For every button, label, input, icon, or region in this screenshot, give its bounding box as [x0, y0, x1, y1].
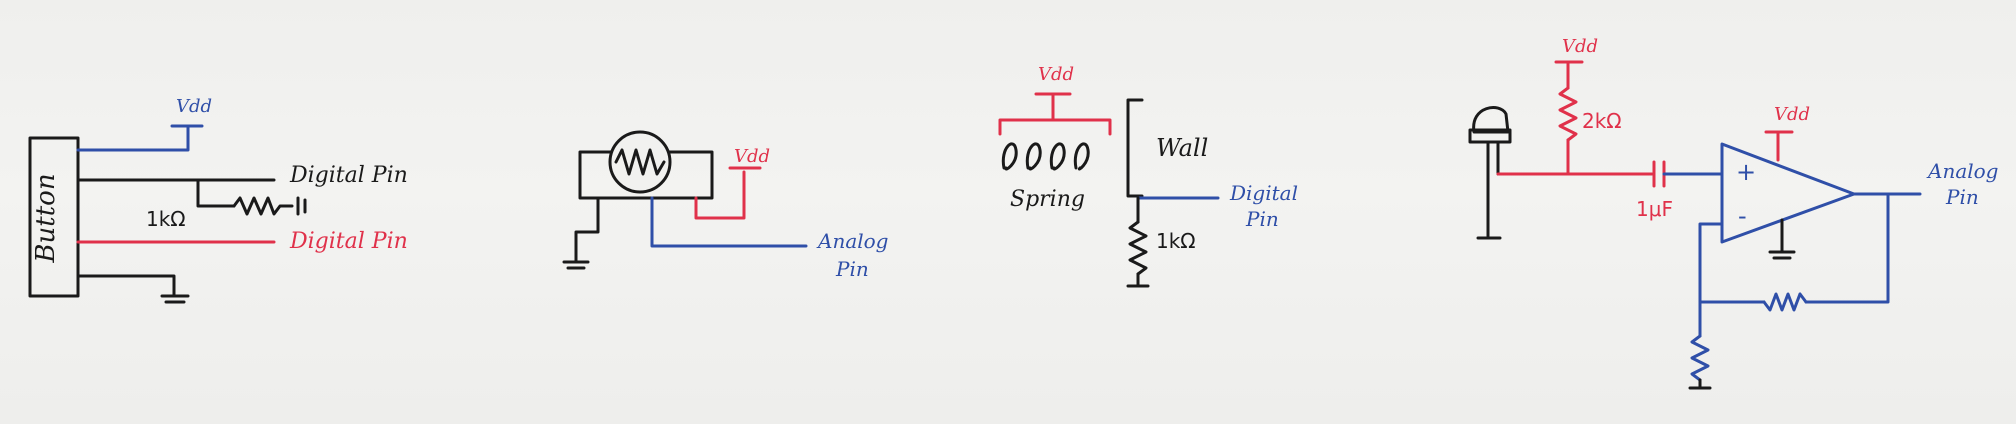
- capacitor-label: 1μF: [1636, 197, 1673, 221]
- analog-pin-label-2b: Pin: [835, 257, 869, 281]
- wall-bracket: [1126, 98, 1144, 198]
- analog-pin-wire-2: [650, 196, 808, 248]
- resistor-1k-label-3: 1kΩ: [1156, 229, 1196, 253]
- vdd-wire-1: [76, 124, 190, 152]
- opamp-circuit: Vdd 2kΩ 1μF + - Vdd Analog Pin: [1468, 36, 1999, 390]
- opamp-plus-sign: +: [1736, 158, 1756, 186]
- ground-wire-1: [76, 274, 176, 298]
- vdd-label-4: Vdd: [1562, 36, 1598, 57]
- feedback-wire-right: [1804, 192, 1890, 304]
- resistor-2k-label: 2kΩ: [1582, 109, 1622, 133]
- vdd-label-2: Vdd: [734, 146, 770, 167]
- spring-top-bracket: [998, 118, 1112, 136]
- spring-circuit: Vdd Spring Wall Digital Pin 1kΩ: [998, 64, 1298, 288]
- spring-label: Spring: [1010, 187, 1085, 212]
- analog-pin-label-2a: Analog: [816, 229, 889, 253]
- digital-pin-label-bottom: Digital Pin: [289, 229, 408, 254]
- analog-pin-label-4b: Pin: [1945, 185, 1979, 209]
- resistor-1k-symbol-3: [1128, 220, 1148, 276]
- opamp-triangle: [1720, 142, 1856, 244]
- digital-pin-label-3b: Pin: [1245, 207, 1279, 231]
- button-circuit: Button Vdd Digital Pin 1kΩ Digital Pin: [28, 96, 408, 304]
- digital-pin-label-3a: Digital: [1229, 181, 1298, 205]
- resistor-2k-symbol: [1558, 86, 1578, 142]
- sensor-circuit: Vdd Analog Pin: [562, 130, 889, 281]
- resistor-1k-symbol: [232, 196, 294, 216]
- resistor-1k-label: 1kΩ: [146, 207, 186, 231]
- photodiode-base: [1468, 128, 1512, 144]
- photodiode-dome: [1472, 106, 1510, 134]
- feedback-resistor-symbol: [1762, 292, 1808, 312]
- button-label: Button: [31, 173, 61, 263]
- gain-resistor-symbol: [1690, 334, 1710, 382]
- digital-pin-label-top: Digital Pin: [289, 163, 408, 188]
- button-component-box: [28, 136, 80, 298]
- vdd-wire-2: [694, 170, 746, 220]
- wall-label: Wall: [1156, 134, 1208, 162]
- opamp-minus-sign: -: [1738, 202, 1747, 230]
- vdd-label-opamp: Vdd: [1774, 104, 1810, 125]
- analog-pin-label-4a: Analog: [1926, 159, 1999, 183]
- spring-coil-symbol: [1001, 142, 1090, 171]
- sensor-resistor-zigzag: [614, 148, 666, 176]
- resistor-lead-1: [196, 178, 236, 208]
- ground-wire-2: [574, 196, 600, 264]
- vdd-label-3: Vdd: [1038, 64, 1074, 85]
- minus-input-wire: [1698, 222, 1724, 304]
- vdd-label-1: Vdd: [176, 96, 212, 117]
